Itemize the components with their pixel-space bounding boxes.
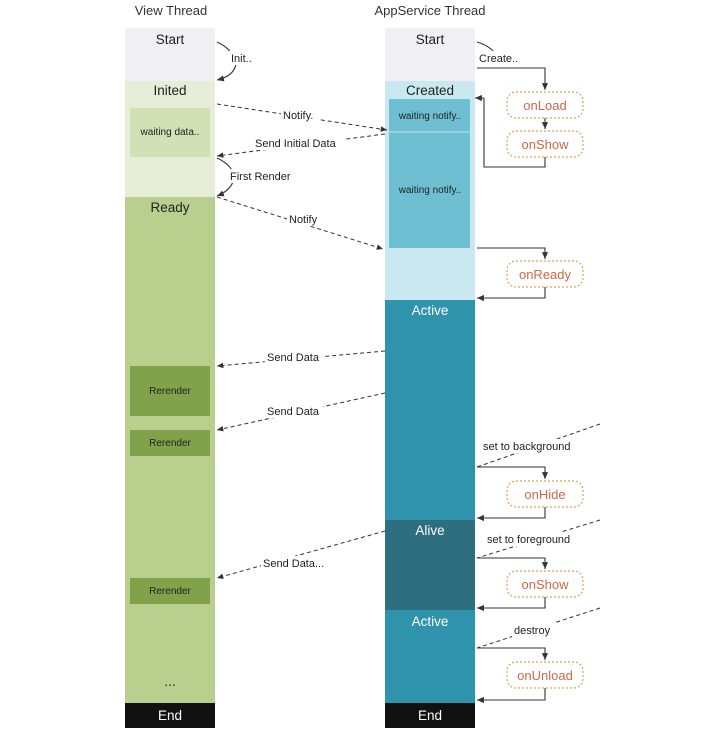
send-data-label-2: Send Data: [267, 406, 320, 418]
edge-labels: Init.. Create.. Notify. Send Initial Dat…: [228, 51, 585, 637]
onunload-return-arrow: [477, 688, 546, 704]
onready-label: onReady: [519, 267, 572, 282]
app-end-label: End: [418, 708, 442, 723]
view-waiting-label: waiting data..: [140, 127, 200, 138]
app-created-label: Created: [406, 83, 454, 98]
view-thread-header: View Thread: [135, 3, 208, 18]
send-data-label-1: Send Data: [267, 352, 320, 364]
onready-return-arrow: [477, 287, 546, 302]
create-to-onload-arrow: [477, 67, 549, 90]
callback-boxes: onLoad onShow onReady onHide onShow onUn…: [506, 91, 584, 689]
app-waiting-notify-label-1: waiting notify..: [398, 111, 462, 122]
to-onshow-arrow: [477, 557, 549, 569]
onshow-label-2: onShow: [522, 577, 570, 592]
app-active-label-1: Active: [412, 303, 449, 318]
view-start-label: Start: [156, 32, 185, 47]
rerender-label-2: Rerender: [149, 438, 191, 449]
rerender-label-3: Rerender: [149, 586, 191, 597]
to-onhide-arrow: [477, 466, 549, 479]
send-initial-data-label: Send Initial Data: [255, 138, 337, 150]
view-end-block: [125, 703, 215, 728]
onhide-label: onHide: [524, 487, 565, 502]
app-end-block: [385, 703, 475, 728]
view-start-block: [125, 28, 215, 81]
notify-label-2: Notify: [289, 214, 318, 226]
set-to-background-label: set to background: [483, 441, 570, 453]
onhide-return-arrow: [477, 507, 546, 522]
app-start-label: Start: [416, 32, 445, 47]
send-data-label-3: Send Data...: [263, 558, 324, 570]
view-ready-label: Ready: [150, 200, 189, 215]
rerender-block-1: [130, 366, 210, 416]
onready-box: [506, 260, 584, 288]
first-render-label: First Render: [230, 171, 291, 183]
app-waiting-notify-label-2: waiting notify..: [398, 185, 462, 196]
create-label: Create..: [479, 53, 518, 65]
appservice-thread-column: Start Created waiting notify.. waiting n…: [385, 28, 475, 728]
view-end-label: End: [158, 708, 182, 723]
app-alive-block: [385, 520, 475, 610]
app-active-block-1: [385, 300, 475, 520]
app-waiting-notify-block-2: [389, 132, 470, 248]
onunload-box: [506, 661, 584, 689]
rerender-block-2: [130, 430, 210, 456]
onshow-box-2: [506, 570, 584, 598]
app-waiting-notify-block-1: [389, 99, 470, 132]
onload-box: [506, 91, 584, 119]
rerender-block-3: [130, 578, 210, 604]
onshow-label-1: onShow: [522, 137, 570, 152]
set-to-foreground-label: set to foreground: [487, 534, 570, 546]
send-data-arrow-3: [216, 530, 386, 579]
appservice-thread-header: AppService Thread: [374, 3, 485, 18]
onshow-return-arrow-2: [477, 597, 546, 612]
notify-label-1: Notify.: [283, 110, 313, 122]
destroy-label: destroy: [514, 625, 551, 637]
to-onunload-arrow: [477, 647, 549, 660]
view-thread-column: Start Inited waiting data.. Ready Rerend…: [125, 28, 215, 728]
rerender-label-1: Rerender: [149, 386, 191, 397]
app-active-block-2: [385, 610, 475, 703]
app-start-block: [385, 28, 475, 81]
onload-label: onLoad: [523, 98, 566, 113]
onshow-box-1: [506, 130, 584, 158]
view-waiting-block: [130, 108, 210, 157]
onunload-label: onUnload: [517, 668, 573, 683]
app-active-label-2: Active: [412, 614, 449, 629]
app-alive-label: Alive: [415, 523, 444, 538]
onshow-return-arrow: [475, 94, 546, 168]
to-onready-arrow: [477, 247, 549, 259]
init-label: Init..: [231, 53, 252, 65]
onhide-box: [506, 480, 584, 508]
view-inited-label: Inited: [153, 83, 186, 98]
view-ellipsis: ...: [164, 674, 175, 689]
